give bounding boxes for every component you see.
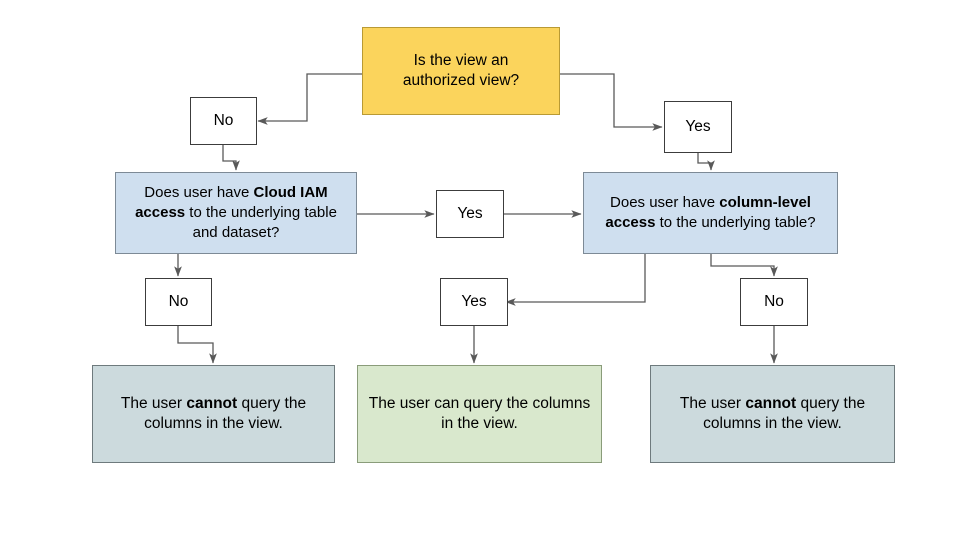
edge-column-to-no: [710, 254, 778, 277]
bold-cloud-iam-access: Cloud IAM access: [135, 184, 328, 222]
decision-node-authorized-view-label: Is the view an authorized view?: [402, 51, 520, 89]
edge-no-to-iam: [222, 145, 240, 171]
decision-node-column-level-access-label: Does user have column-level access to th…: [605, 194, 816, 231]
answer-node-root-no-label: No: [213, 111, 234, 129]
edge-topyes-to-column: [697, 153, 715, 171]
decision-node-cloud-iam-access[interactable]: Does user have Cloud IAM access to the u…: [115, 172, 357, 254]
decision-node-authorized-view[interactable]: Is the view an authorized view?: [362, 27, 560, 115]
result-node-can-query: The user can query the columns in the vi…: [357, 365, 602, 463]
answer-node-root-no[interactable]: No: [190, 97, 257, 145]
bold-cannot-left: cannot: [186, 394, 238, 412]
result-node-cannot-query-right: The user cannot query the columns in the…: [650, 365, 895, 463]
answer-node-iam-yes[interactable]: Yes: [436, 190, 504, 238]
answer-node-column-no-label: No: [764, 292, 784, 310]
result-node-cannot-query-left: The user cannot query the columns in the…: [92, 365, 335, 463]
answer-node-column-no[interactable]: No: [740, 278, 808, 326]
decision-node-column-level-access[interactable]: Does user have column-level access to th…: [583, 172, 838, 254]
decision-node-cloud-iam-access-label: Does user have Cloud IAM access to the u…: [135, 184, 337, 241]
result-node-can-query-label: The user can query the columns in the vi…: [368, 394, 591, 432]
answer-node-iam-no-label: No: [168, 292, 189, 310]
answer-node-root-yes-label: Yes: [685, 117, 711, 135]
answer-node-column-yes[interactable]: Yes: [440, 278, 508, 326]
result-node-cannot-query-left-label: The user cannot query the columns in the…: [120, 394, 307, 432]
bold-column-level-access: column-level access: [605, 194, 811, 231]
answer-node-column-yes-label: Yes: [461, 292, 487, 310]
edge-root-to-yes: [560, 73, 663, 131]
bold-cannot-right: cannot: [745, 394, 797, 412]
result-node-cannot-query-right-label: The user cannot query the columns in the…: [679, 394, 866, 432]
edge-no-to-result-left: [177, 326, 217, 364]
answer-node-iam-yes-label: Yes: [457, 204, 483, 222]
answer-node-iam-no[interactable]: No: [145, 278, 212, 326]
edge-column-to-yes: [505, 254, 646, 306]
edge-root-to-no: [257, 73, 362, 125]
answer-node-root-yes[interactable]: Yes: [664, 101, 732, 153]
